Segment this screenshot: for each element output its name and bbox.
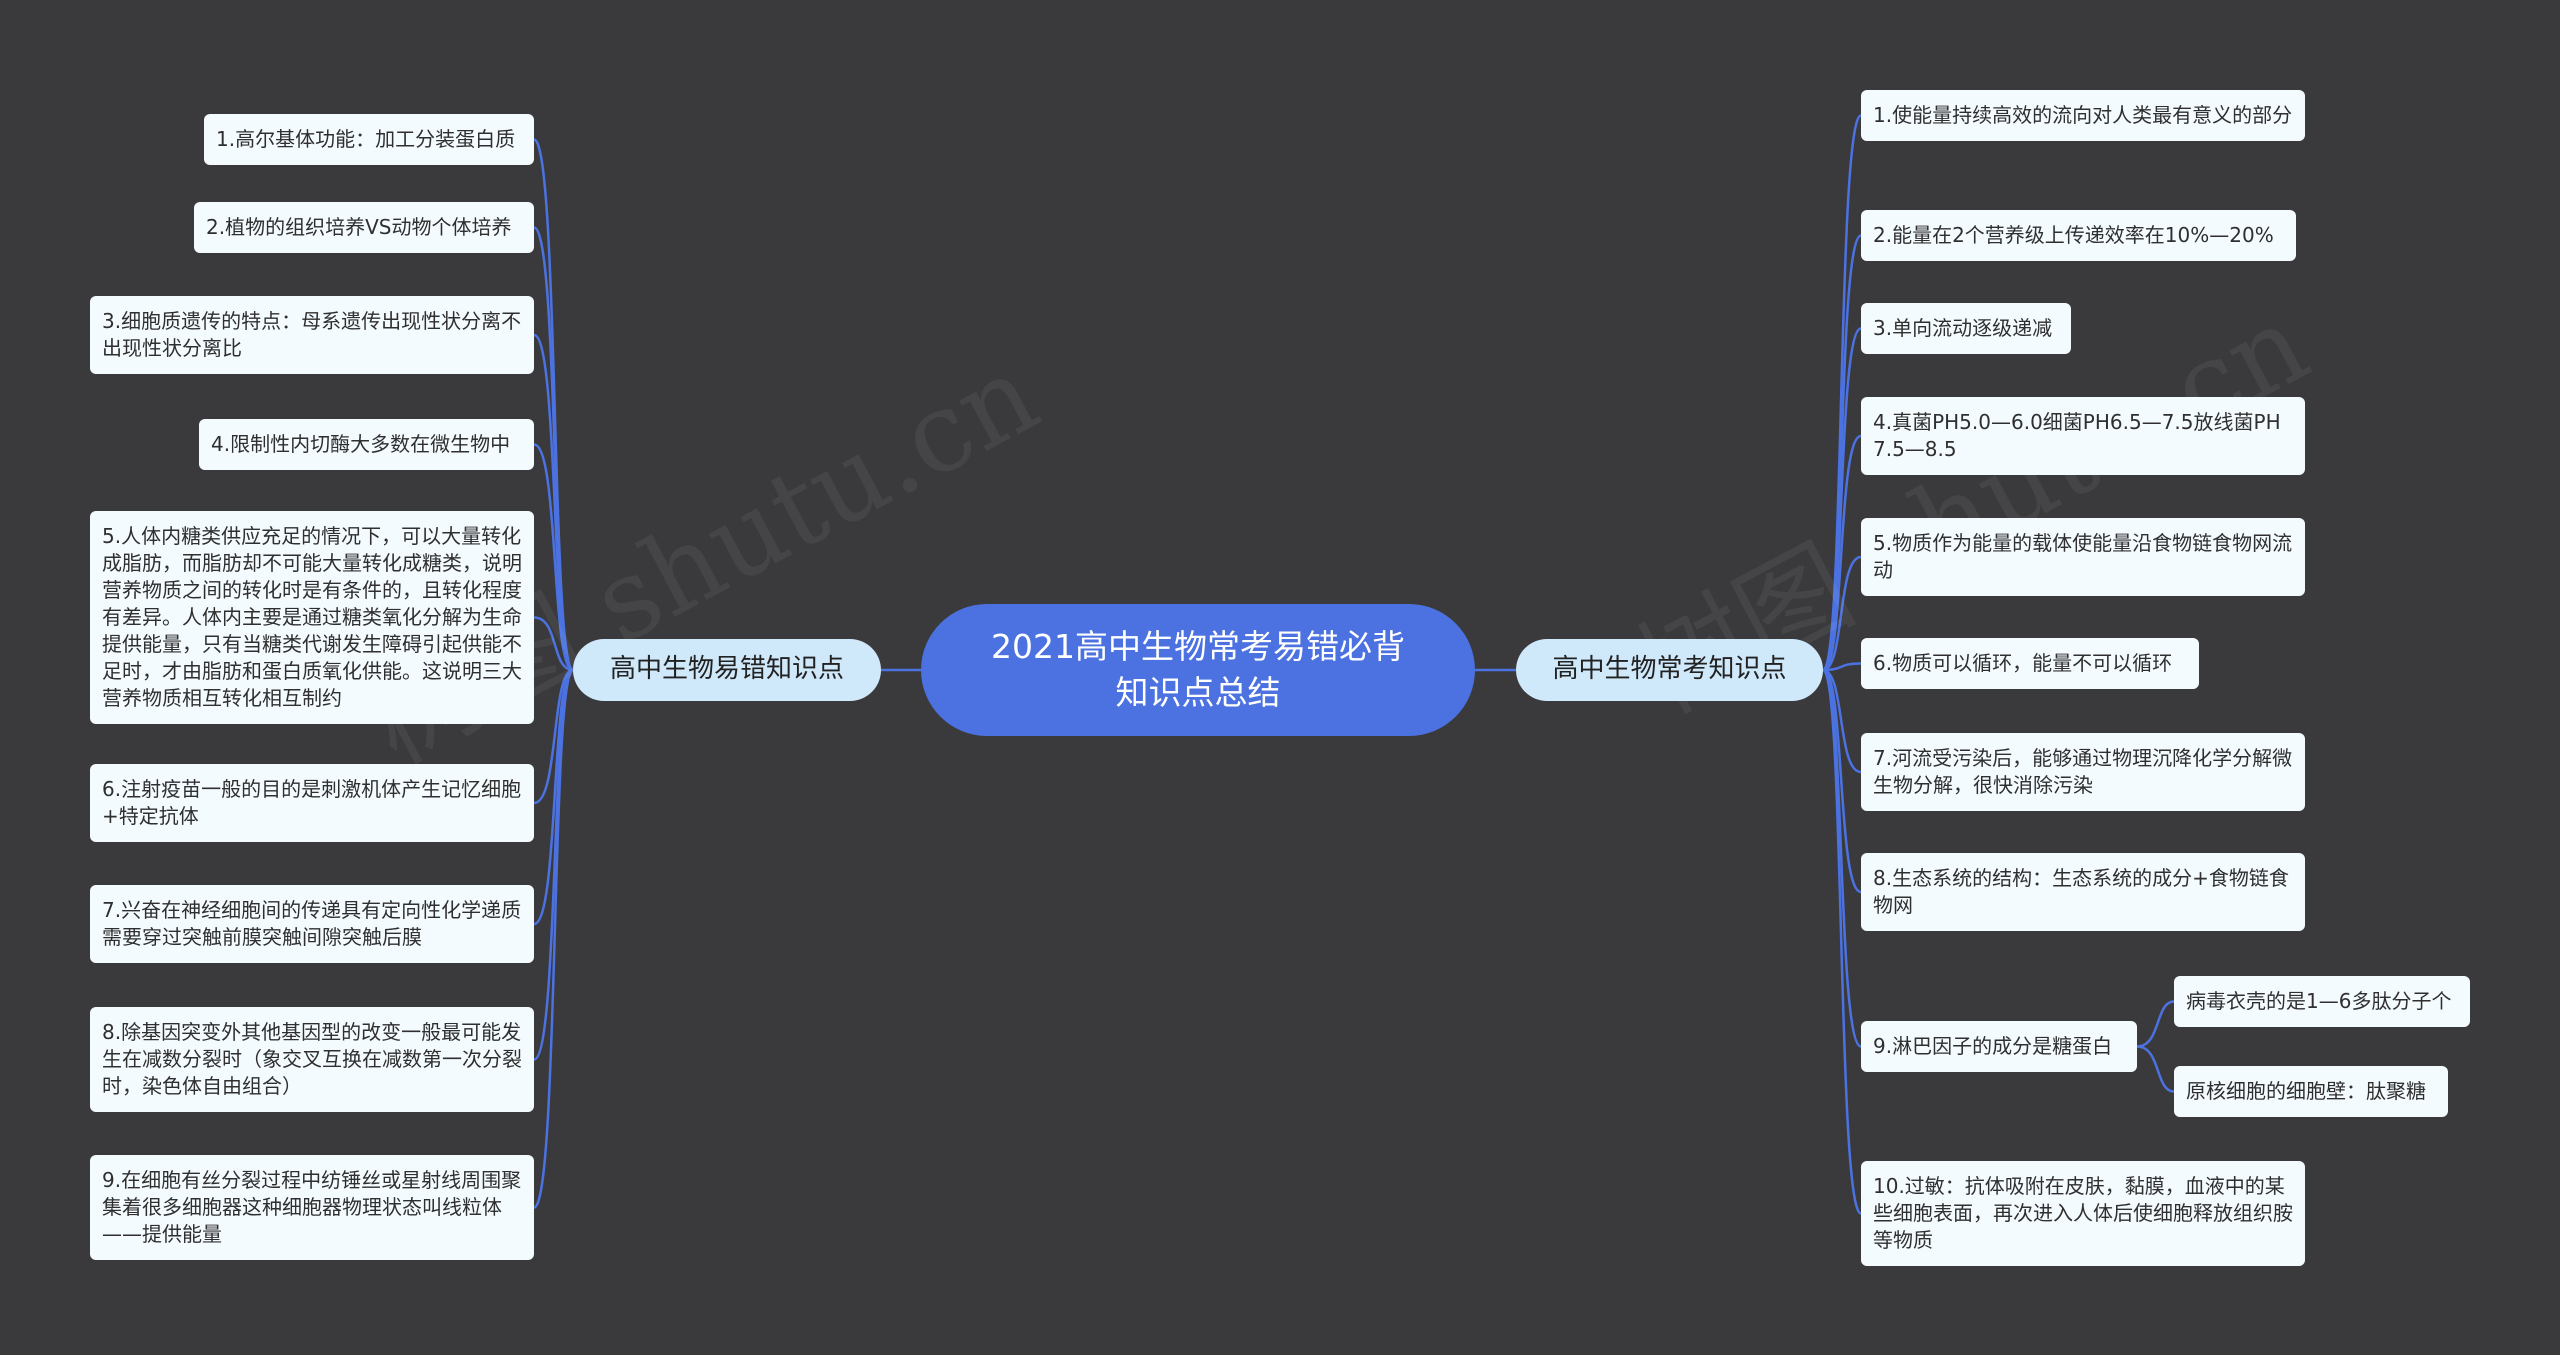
right-item-2[interactable]: 2.能量在2个营养级上传递效率在10%—20% — [1861, 210, 2296, 261]
left-item-3[interactable]: 3.细胞质遗传的特点：母系遗传出现性状分离不出现性状分离比 — [90, 296, 534, 374]
right-item-6[interactable]: 6.物质可以循环，能量不可以循环 — [1861, 638, 2199, 689]
connector-right-5 — [1822, 555, 1862, 672]
right-item-4[interactable]: 4.真菌PH5.0—6.0细菌PH6.5—7.5放线菌PH7.5—8.5 — [1861, 397, 2305, 475]
connector-left-5 — [533, 616, 574, 672]
left-item-5[interactable]: 5.人体内糖类供应充足的情况下，可以大量转化成脂肪，而脂肪却不可能大量转化成糖类… — [90, 511, 534, 724]
sub-item-virus-capsid[interactable]: 病毒衣壳的是1—6多肽分子个 — [2174, 976, 2470, 1027]
left-item-1[interactable]: 1.高尔基体功能：加工分装蛋白质 — [204, 114, 534, 165]
connector-right-6 — [1822, 662, 1862, 672]
connector-left-3 — [533, 333, 575, 672]
right-item-3[interactable]: 3.单向流动逐级递减 — [1861, 303, 2071, 354]
connector-left-7 — [533, 668, 574, 926]
connector-left-6 — [533, 668, 574, 805]
right-item-10[interactable]: 10.过敏：抗体吸附在皮肤，黏膜，血液中的某些细胞表面，再次进入人体后使细胞释放… — [1861, 1161, 2305, 1266]
left-item-7[interactable]: 7.兴奋在神经细胞间的传递具有定向性化学递质需要穿过突触前膜突触间隙突触后膜 — [90, 885, 534, 963]
right-item-8[interactable]: 8.生态系统的结构：生态系统的成分+食物链食物网 — [1861, 853, 2305, 931]
right-item-7[interactable]: 7.河流受污染后，能够通过物理沉降化学分解微生物分解，很快消除污染 — [1861, 733, 2305, 811]
connector-left-4 — [533, 443, 574, 672]
right-item-1[interactable]: 1.使能量持续高效的流向对人类最有意义的部分 — [1861, 90, 2305, 141]
connector-sub-2 — [2136, 1045, 2175, 1093]
left-item-4[interactable]: 4.限制性内切酶大多数在微生物中 — [199, 419, 534, 470]
branch-left-topic[interactable]: 高中生物易错知识点 — [573, 639, 881, 701]
connector-right-4 — [1822, 434, 1862, 672]
connector-right-8 — [1822, 668, 1862, 894]
right-item-5[interactable]: 5.物质作为能量的载体使能量沿食物链食物网流动 — [1861, 518, 2305, 596]
connector-left-9 — [532, 668, 575, 1209]
left-item-8[interactable]: 8.除基因突变外其他基因型的改变一般最可能发生在减数分裂时（象交叉互换在减数第一… — [90, 1007, 534, 1112]
right-item-9[interactable]: 9.淋巴因子的成分是糖蛋白 — [1861, 1021, 2137, 1072]
connector-right-3 — [1821, 327, 1862, 672]
root-topic[interactable]: 2021高中生物常考易错必背知识点总结 — [921, 604, 1475, 736]
left-item-9[interactable]: 9.在细胞有丝分裂过程中纺锤丝或星射线周围聚集着很多细胞器这种细胞器物理状态叫线… — [90, 1155, 534, 1260]
connector-sub-1 — [2136, 1000, 2175, 1048]
branch-right-topic[interactable]: 高中生物常考知识点 — [1516, 639, 1823, 701]
connector-right-1 — [1821, 114, 1863, 672]
left-item-6[interactable]: 6.注射疫苗一般的目的是刺激机体产生记忆细胞+特定抗体 — [90, 764, 534, 842]
sub-item-prokaryote-wall[interactable]: 原核细胞的细胞壁：肽聚糖 — [2174, 1066, 2448, 1117]
connector-right-7 — [1822, 668, 1862, 774]
connector-right-10 — [1821, 668, 1863, 1215]
left-item-2[interactable]: 2.植物的组织培养VS动物个体培养 — [194, 202, 534, 253]
